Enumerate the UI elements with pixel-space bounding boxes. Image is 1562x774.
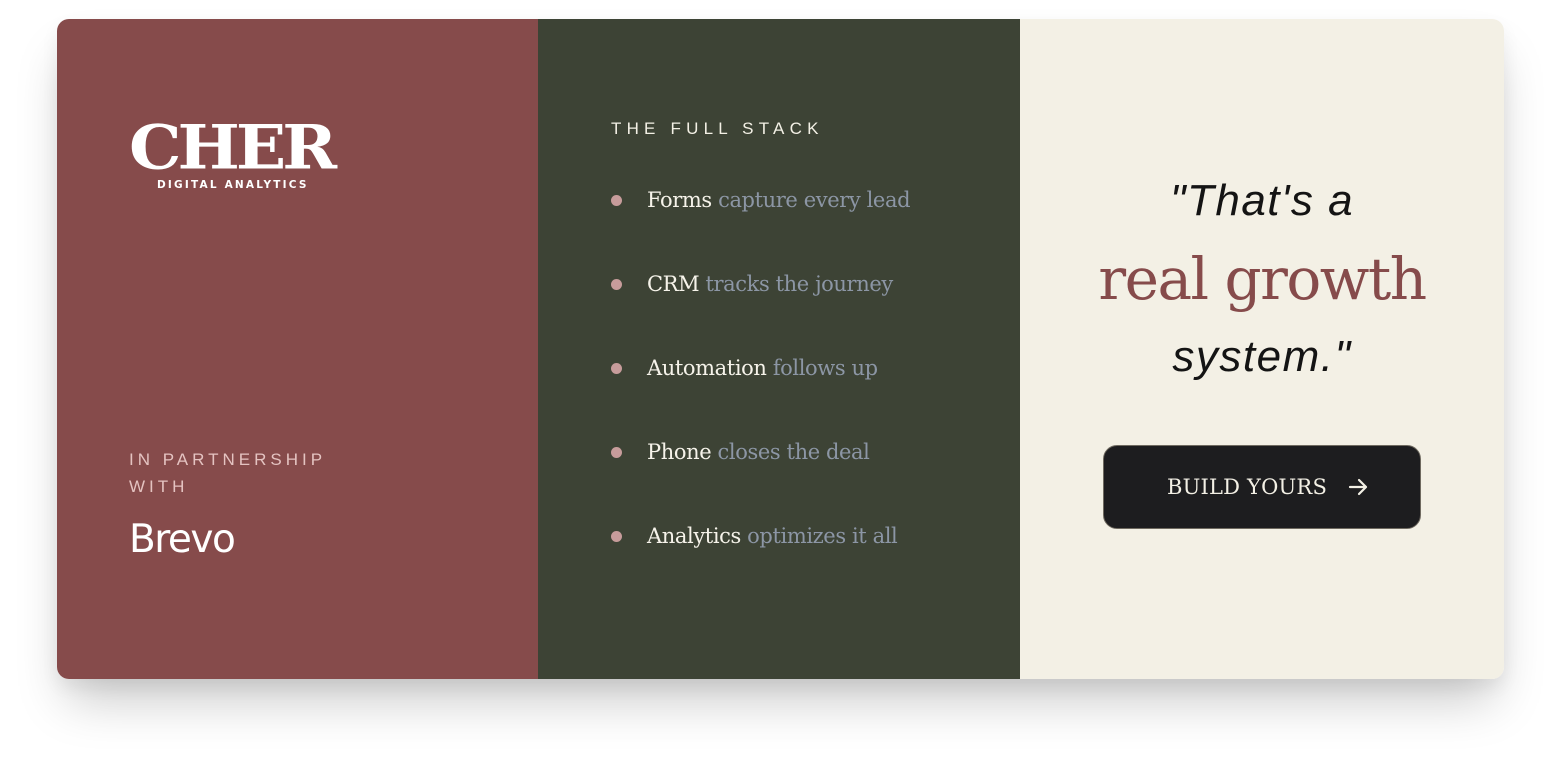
bullet-dot-icon [611,278,622,290]
quote-highlight: real growth [1098,245,1427,313]
stack-item-key: Forms [647,188,712,212]
brevo-logo: Brevo [129,517,236,562]
quote-panel: "That's a real growth system." BUILD YOU… [1020,19,1504,679]
quote-line-1: "That's a [1169,176,1355,225]
logo-subtitle: DIGITAL ANALYTICS [157,179,309,191]
partnership-block: IN PARTNERSHIP WITH Brevo [129,446,349,560]
stack-item-key: Phone [647,440,712,464]
stack-item-desc: tracks the journey [705,272,893,296]
stack-heading: THE FULL STACK [611,119,824,138]
quote-line-3: system." [1172,332,1352,381]
stack-panel: THE FULL STACK Forms capture every lead … [538,19,1020,679]
brand-panel: CHER DIGITAL ANALYTICS IN PARTNERSHIP WI… [57,19,538,679]
bullet-dot-icon [611,362,622,374]
build-yours-button[interactable]: BUILD YOURS [1103,445,1421,529]
stack-item-analytics: Analytics optimizes it all [611,494,910,578]
stack-item-key: CRM [647,272,700,296]
stack-item-desc: follows up [772,356,878,380]
stack-item-key: Analytics [647,524,741,548]
stack-item-phone: Phone closes the deal [611,410,910,494]
bullet-dot-icon [611,446,622,458]
stack-item-desc: optimizes it all [747,524,898,548]
promo-card: CHER DIGITAL ANALYTICS IN PARTNERSHIP WI… [57,19,1504,679]
stack-item-forms: Forms capture every lead [611,158,911,242]
bullet-dot-icon [611,194,622,206]
build-yours-label: BUILD YOURS [1166,475,1328,499]
partnership-label: IN PARTNERSHIP WITH [129,450,326,496]
cher-logo: CHER DIGITAL ANALYTICS [129,117,339,191]
stack-item-desc: closes the deal [717,440,870,464]
logo-wordmark: CHER [129,111,337,184]
arrow-right-icon [1347,476,1369,498]
stack-item-desc: capture every lead [718,188,911,212]
stack-item-automation: Automation follows up [611,326,910,410]
stack-item-key: Automation [647,356,767,380]
testimonial-quote: "That's a real growth system." [1020,169,1504,389]
bullet-dot-icon [611,530,622,542]
stack-list: Forms capture every lead CRM tracks the … [611,185,911,605]
stack-item-crm: CRM tracks the journey [611,242,910,326]
